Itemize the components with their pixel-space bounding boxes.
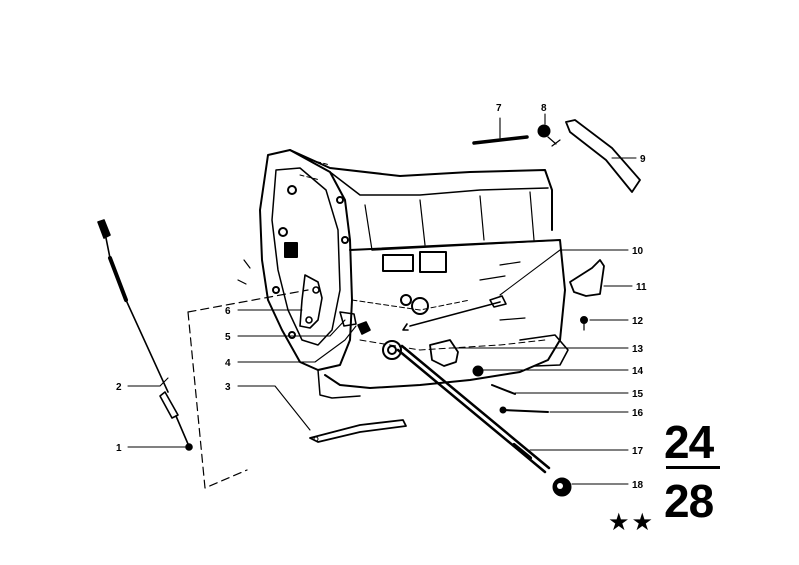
linkage-rod (402, 295, 507, 331)
callout-7: 7 (496, 103, 502, 114)
callout-labels: 1 2 3 4 5 6 7 8 9 10 11 12 13 14 15 16 1… (116, 103, 647, 491)
callout-6: 6 (225, 306, 231, 317)
shift-lever (429, 339, 459, 367)
group-bracket (187, 289, 309, 489)
callout-12: 12 (632, 316, 644, 327)
callout-4: 4 (225, 358, 231, 369)
support-strap (309, 419, 407, 443)
pin (472, 135, 529, 145)
group-number-top: 24 (664, 416, 714, 468)
callout-11: 11 (636, 282, 647, 293)
callout-8: 8 (541, 103, 547, 114)
callout-3: 3 (225, 382, 231, 393)
callout-14: 14 (632, 366, 644, 377)
bolt (499, 406, 549, 414)
callout-9: 9 (640, 154, 646, 165)
callout-18: 18 (632, 480, 644, 491)
lever (565, 119, 641, 193)
group-number-divider (666, 466, 720, 469)
callout-16: 16 (632, 408, 644, 419)
bracket (569, 259, 605, 297)
callout-1: 1 (116, 443, 122, 454)
callout-17: 17 (632, 446, 644, 457)
callout-10: 10 (632, 246, 644, 257)
callout-15: 15 (632, 389, 644, 400)
callout-13: 13 (632, 344, 644, 355)
star-marker: ★★ (608, 508, 656, 536)
bush (537, 124, 561, 147)
callout-2: 2 (116, 382, 122, 393)
grommet (552, 477, 572, 497)
leader-lines (127, 113, 637, 485)
screw (580, 316, 588, 331)
selector-cable (97, 219, 193, 451)
callout-5: 5 (225, 332, 231, 343)
group-number-bottom: 28 (664, 475, 714, 527)
small-pin (491, 384, 516, 395)
transmission-housing (237, 149, 569, 399)
linkage-pieces (299, 274, 371, 335)
